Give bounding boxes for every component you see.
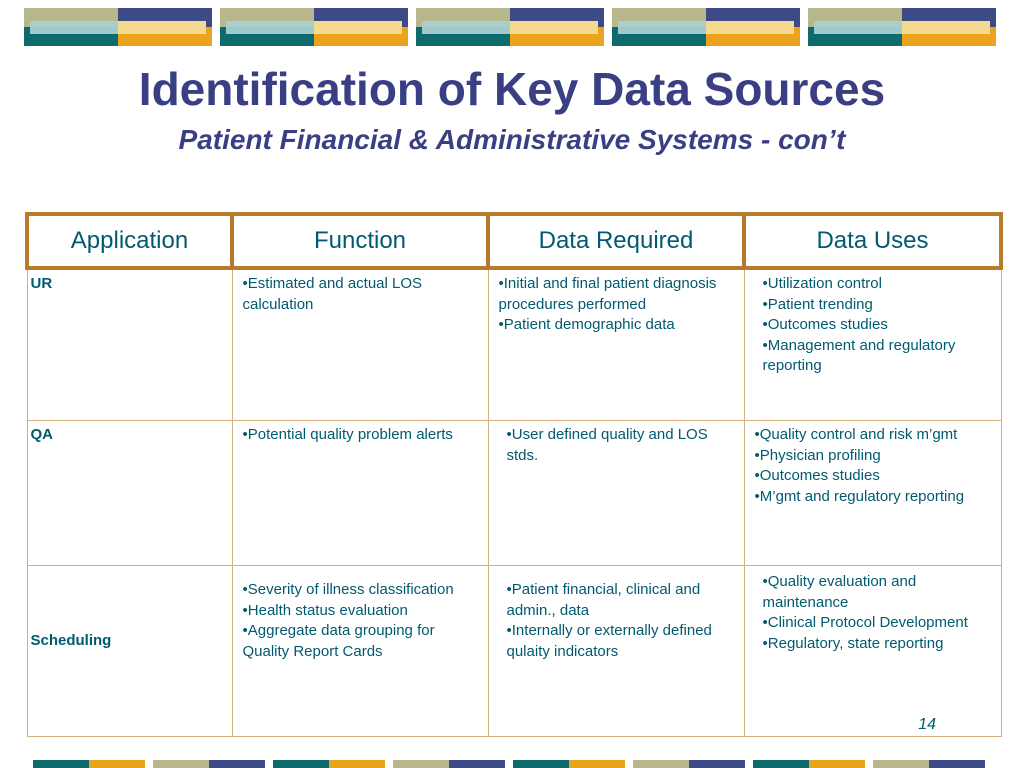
banner-block (612, 8, 800, 46)
slide-title: Identification of Key Data Sources (138, 63, 886, 115)
application-cell: Scheduling (26, 565, 233, 737)
banner-block (24, 8, 212, 46)
data-uses-item: Management and regulatory reporting (763, 336, 993, 377)
application-cell: QA (26, 420, 233, 566)
function-item: Aggregate data grouping for Quality Repo… (243, 621, 480, 662)
data-required-item: Internally or externally defined qulaity… (507, 621, 736, 662)
data-required-item: Patient demographic data (499, 315, 736, 336)
header-function: Function (230, 212, 490, 270)
data-uses-item: Clinical Protocol Development (763, 613, 993, 634)
banner-block (808, 8, 996, 46)
data-required-item: Initial and final patient diagnosis proc… (499, 274, 736, 315)
function-cell: Estimated and actual LOS calculation (231, 267, 489, 421)
function-cell: Potential quality problem alerts (231, 420, 489, 566)
function-cell: Severity of illness classification Healt… (231, 565, 489, 737)
table-row: UR Estimated and actual LOS calculation … (26, 267, 1002, 421)
slide-subtitle: Patient Financial & Administrative Syste… (178, 124, 846, 155)
data-required-item: Patient financial, clinical and admin., … (507, 580, 736, 621)
data-required-cell: Initial and final patient diagnosis proc… (487, 267, 745, 421)
data-uses-item: Quality control and risk m’gmt (755, 425, 993, 446)
header-application: Application (25, 212, 234, 270)
data-uses-item: Quality evaluation and maintenance (763, 572, 993, 613)
function-item: Severity of illness classification (243, 580, 480, 601)
data-required-cell: Patient financial, clinical and admin., … (487, 565, 745, 737)
data-uses-cell: Utilization control Patient trending Out… (743, 267, 1002, 421)
banner-block (220, 8, 408, 46)
header-data-required: Data Required (486, 212, 746, 270)
header-data-uses: Data Uses (742, 212, 1003, 270)
page-number: 14 (918, 716, 936, 733)
application-cell: UR (26, 267, 233, 421)
banner-block (416, 8, 604, 46)
data-uses-item: Outcomes studies (755, 466, 993, 487)
function-item: Health status evaluation (243, 601, 480, 622)
data-uses-cell: Quality control and risk m’gmt Physician… (743, 420, 1002, 566)
data-required-cell: User defined quality and LOS stds. (487, 420, 745, 566)
data-uses-item: M’gmt and regulatory reporting (755, 487, 993, 508)
table-row: Scheduling Severity of illness classific… (26, 565, 1002, 737)
table-header-row: Application Function Data Required Data … (25, 212, 1003, 270)
data-uses-item: Patient trending (763, 295, 993, 316)
function-item: Potential quality problem alerts (243, 425, 480, 446)
data-uses-item: Regulatory, state reporting (763, 634, 993, 655)
data-required-item: User defined quality and LOS stds. (507, 425, 736, 466)
data-uses-item: Outcomes studies (763, 315, 993, 336)
data-uses-cell: Quality evaluation and maintenance Clini… (743, 565, 1002, 737)
table-row: QA Potential quality problem alerts User… (26, 420, 1002, 566)
function-item: Estimated and actual LOS calculation (243, 274, 480, 315)
data-sources-table: Application Function Data Required Data … (25, 212, 1003, 737)
data-uses-item: Physician profiling (755, 446, 993, 467)
bottom-decorative-banner (33, 760, 1024, 768)
data-uses-item: Utilization control (763, 274, 993, 295)
